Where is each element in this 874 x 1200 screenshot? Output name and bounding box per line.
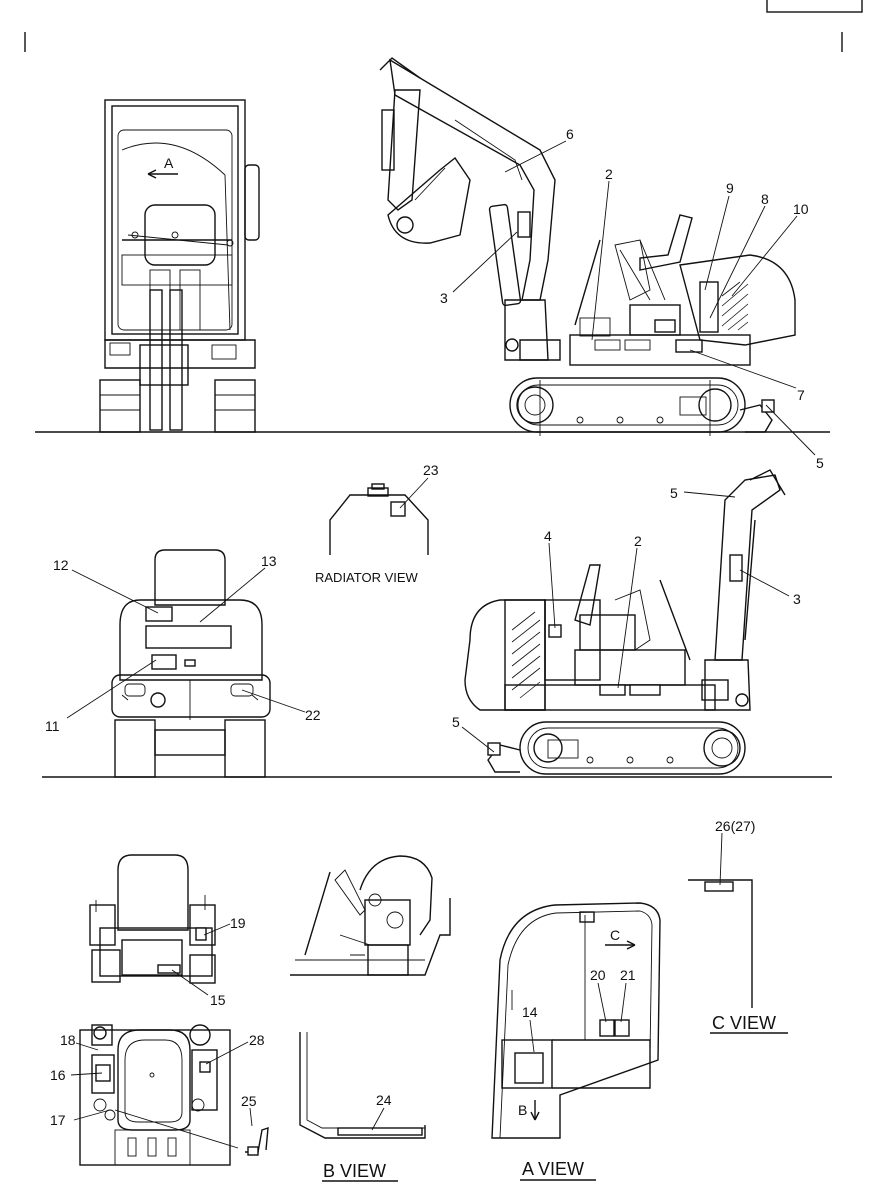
front-view-cab <box>99 99 260 433</box>
callout-17: 17 <box>50 1112 66 1128</box>
callout-10: 10 <box>793 201 809 217</box>
callout-18: 18 <box>60 1032 76 1048</box>
arrow-a-indicator: A <box>147 155 178 179</box>
callout-2-top: 2 <box>605 166 613 182</box>
callout-26-27: 26(27) <box>715 818 755 834</box>
callout-9: 9 <box>726 180 734 196</box>
callout-28: 28 <box>249 1032 265 1048</box>
callout-24: 24 <box>376 1092 392 1108</box>
engine-hatch-top <box>721 281 749 331</box>
callout-3-top: 3 <box>440 290 448 306</box>
engine-hatch-middle <box>511 611 541 699</box>
callout-21: 21 <box>620 967 636 983</box>
callout-15: 15 <box>210 992 226 1008</box>
callout-numbers: 6 2 9 8 10 3 7 5 23 5 4 2 3 5 12 13 11 2… <box>45 126 824 1128</box>
callout-8: 8 <box>761 191 769 207</box>
callout-7: 7 <box>797 387 805 403</box>
b-view-label: B VIEW <box>323 1161 386 1181</box>
seat-front-view <box>89 854 216 984</box>
leader-lines <box>66 140 816 1149</box>
c-view-label: C VIEW <box>712 1013 776 1033</box>
arrow-a-label: A <box>164 155 174 171</box>
console-side-view <box>290 855 451 976</box>
callout-20: 20 <box>590 967 606 983</box>
callout-13: 13 <box>261 553 277 569</box>
sheet-frame <box>24 0 863 52</box>
arrow-c-indicator: C <box>605 927 636 950</box>
callout-5-blade: 5 <box>452 714 460 730</box>
c-view: C VIEW <box>688 879 788 1034</box>
radiator-view-label: RADIATOR VIEW <box>315 570 419 585</box>
arrow-b-indicator: B <box>518 1100 540 1121</box>
side-view-right-machine <box>379 57 796 436</box>
callout-19: 19 <box>230 915 246 931</box>
callout-22: 22 <box>305 707 321 723</box>
callout-6-top: 6 <box>566 126 574 142</box>
b-view: B VIEW <box>299 1032 426 1182</box>
a-view-label: A VIEW <box>522 1159 584 1179</box>
callout-23: 23 <box>423 462 439 478</box>
callout-5-boom: 5 <box>670 485 678 501</box>
arrow-c-label: C <box>610 927 620 943</box>
callout-5-top: 5 <box>816 455 824 471</box>
rear-view-machine <box>111 549 271 778</box>
callout-3-middle: 3 <box>793 591 801 607</box>
callout-25: 25 <box>241 1093 257 1109</box>
callout-4: 4 <box>544 528 552 544</box>
cab-a-view <box>491 902 661 1139</box>
callout-11: 11 <box>45 718 60 734</box>
callout-16: 16 <box>50 1067 66 1083</box>
callout-12: 12 <box>53 557 69 573</box>
arrow-b-label: B <box>518 1102 527 1118</box>
radiator-view: RADIATOR VIEW <box>315 483 429 585</box>
callout-14: 14 <box>522 1004 538 1020</box>
callout-2-middle: 2 <box>634 533 642 549</box>
side-view-left-machine <box>464 469 786 775</box>
